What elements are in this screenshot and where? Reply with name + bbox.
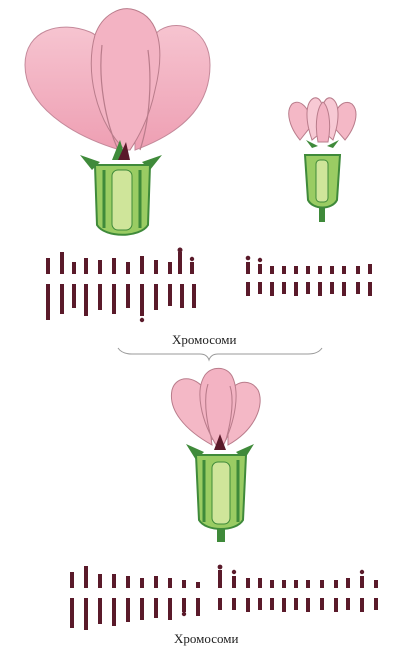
hybrid-flower (171, 368, 260, 542)
small-flower (289, 98, 356, 222)
chromosomes-label-top: Хромосоми (172, 332, 236, 348)
large-flower (25, 9, 210, 235)
chromosome-set-hybrid (70, 565, 378, 630)
chromosomes-label-bottom: Хромосоми (174, 631, 238, 647)
chromosome-set-large-parent (46, 248, 196, 323)
chromosome-set-small-parent (246, 256, 372, 296)
bracket (118, 348, 322, 360)
